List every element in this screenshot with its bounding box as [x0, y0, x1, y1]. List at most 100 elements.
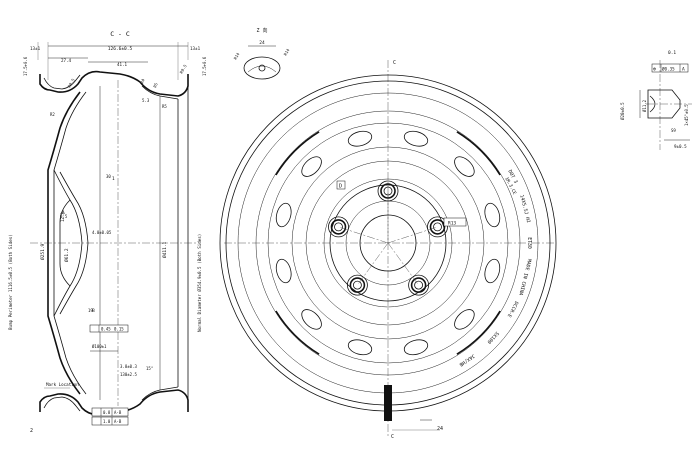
datum-d-label: D: [339, 184, 342, 190]
rim-marking-line: 5X100: [486, 330, 500, 345]
dim-seat-mid: 41.1: [117, 62, 128, 67]
bolt-hole: [429, 219, 446, 235]
dim-40: 4.0±0.05: [92, 230, 112, 235]
ventilation-slot: [484, 202, 501, 228]
tol-015: 0.15: [114, 327, 124, 332]
ventilation-slot: [403, 130, 429, 147]
detail-right-view: 0.1 ⊕ Ø0.35 A Ø20±0.5 Ø11.2 1×45°±0.5 9±…: [620, 50, 692, 150]
rim-marking-line: ET30: [526, 237, 532, 249]
dim-flange-height-left: 17.5+0.6: [23, 56, 28, 76]
detail-frame-symbol: ⊕: [653, 67, 656, 73]
ventilation-slot: [301, 156, 322, 177]
ventilation-slot: [403, 339, 429, 356]
dim-53: 5.3: [142, 98, 150, 103]
dim-r-f: R2: [50, 112, 55, 117]
dim-inner-dia: Ø251.9: [39, 243, 46, 260]
bolt-hole: [330, 219, 347, 235]
detail-frame-datum: A: [682, 67, 685, 73]
ventilation-slot: [347, 130, 373, 147]
detail-z-title: Z 向: [256, 27, 267, 34]
detail-dia-inner: Ø11.2: [642, 99, 647, 112]
bolt-hole: [346, 274, 368, 296]
dim-ang-15: 15°: [146, 366, 153, 371]
dim-hole-h: 9.5: [60, 214, 68, 219]
rim-marking-line: DCCR-E: [506, 300, 519, 318]
dim-r-e: R5: [162, 104, 167, 109]
dim-dia-411: Ø411.1: [161, 241, 168, 258]
section-cc-title: C - C: [110, 30, 130, 38]
ventilation-slot: [275, 258, 292, 284]
tol-box2-datum: A-B: [114, 419, 122, 424]
tol-045: 0.45: [101, 327, 111, 332]
right-vertical-note: Normal Diameter Ø354.9±0.5 (Both Sides): [197, 234, 202, 332]
rim-marking-line: MADE IN CHINA: [517, 258, 532, 296]
bolt-hole: [408, 274, 430, 296]
bolt-centerline: [387, 226, 438, 244]
section-c-bottom: C: [391, 434, 394, 440]
tol-box2-value: 1.0: [103, 419, 111, 424]
dim-r-c: R4: [139, 78, 146, 85]
bolt-centerline: [338, 226, 389, 244]
dim-r-b: R9.5: [179, 63, 188, 74]
rim-marking-line: 14X5.5J H2: [518, 194, 531, 224]
ventilation-slots: [275, 130, 501, 356]
bolt-centerline: [357, 242, 389, 286]
rim-marking-line: JAX/HB: [458, 353, 476, 368]
section-cc-view: C - C 126.6±0.5 13±1 13±1 17.5+0.6 17.5+…: [8, 30, 207, 434]
dim-bore-dia: Ø61.2: [63, 248, 70, 262]
bolt-hole: [433, 222, 442, 232]
section-c-top: C: [393, 60, 396, 66]
bolt-hole: [349, 277, 366, 293]
dim-flange-left: 13±1: [30, 46, 41, 51]
bolt-radius-label: R13: [448, 221, 456, 227]
ventilation-slot: [347, 339, 373, 356]
datum-b-label: B: [92, 308, 95, 314]
ventilation-slot: [301, 309, 322, 330]
dim-30: 30: [106, 174, 111, 179]
bolt-centerline: [387, 242, 419, 286]
bolt-hole: [328, 216, 349, 238]
bolt-hole: [334, 222, 343, 232]
tol-box1-datum: A-B: [114, 410, 122, 415]
detail-dia-left: Ø20±0.5: [620, 102, 625, 120]
ventilation-slot: [454, 156, 475, 177]
dim-r-a: R9.5: [67, 77, 76, 88]
detail-dim-right: 1×45°±0.5: [684, 104, 689, 126]
detail-dim-bottom: 9±0.5: [674, 144, 687, 149]
ventilation-slot: [484, 258, 501, 284]
detail-angle: S9: [671, 128, 676, 133]
callout-2-label: 2: [30, 428, 33, 434]
dim-r-d: R5: [152, 82, 159, 89]
detail-right-top: 0.1: [668, 50, 676, 56]
mark-location-label: Mark Location: [46, 382, 79, 387]
dim-19: 19: [88, 308, 93, 313]
detail-z-r1: R14: [283, 47, 291, 56]
callout-1-label: 1: [112, 176, 115, 182]
detail-z-view: Z 向 24 R14 R14: [233, 27, 291, 80]
bolt-hole: [352, 280, 362, 290]
bolt-hole: [427, 216, 448, 238]
dim-130: 130±2.5: [120, 372, 137, 377]
detail-frame-value: Ø0.35: [662, 67, 675, 72]
datum-a-label: A: [62, 210, 65, 216]
dim-flange-height-right: 17.5+0.6: [202, 56, 207, 76]
dim-offset: 12.3: [60, 212, 65, 222]
bolt-hole: [414, 280, 424, 290]
valve-width-label: 24: [437, 426, 443, 432]
detail-z-r2: R14: [233, 51, 241, 60]
bolt-hole: [410, 277, 427, 293]
ventilation-slot: [454, 309, 475, 330]
ventilation-slot: [275, 202, 292, 228]
left-vertical-note: Bump Perimeter 1116.5±0.5 (Both Sides): [8, 234, 13, 330]
dim-pcd: Ø100±1: [92, 344, 107, 349]
dim-38: 3.8±0.3: [120, 364, 137, 369]
detail-z-width: 24: [259, 40, 265, 46]
dim-flange-right: 13±1: [190, 46, 201, 51]
dim-seat-left: 27.4: [61, 58, 72, 63]
bolt-holes: [328, 180, 448, 296]
tol-box1-value: 0.8: [103, 410, 111, 415]
dim-total-width: 126.6±0.5: [108, 46, 133, 52]
